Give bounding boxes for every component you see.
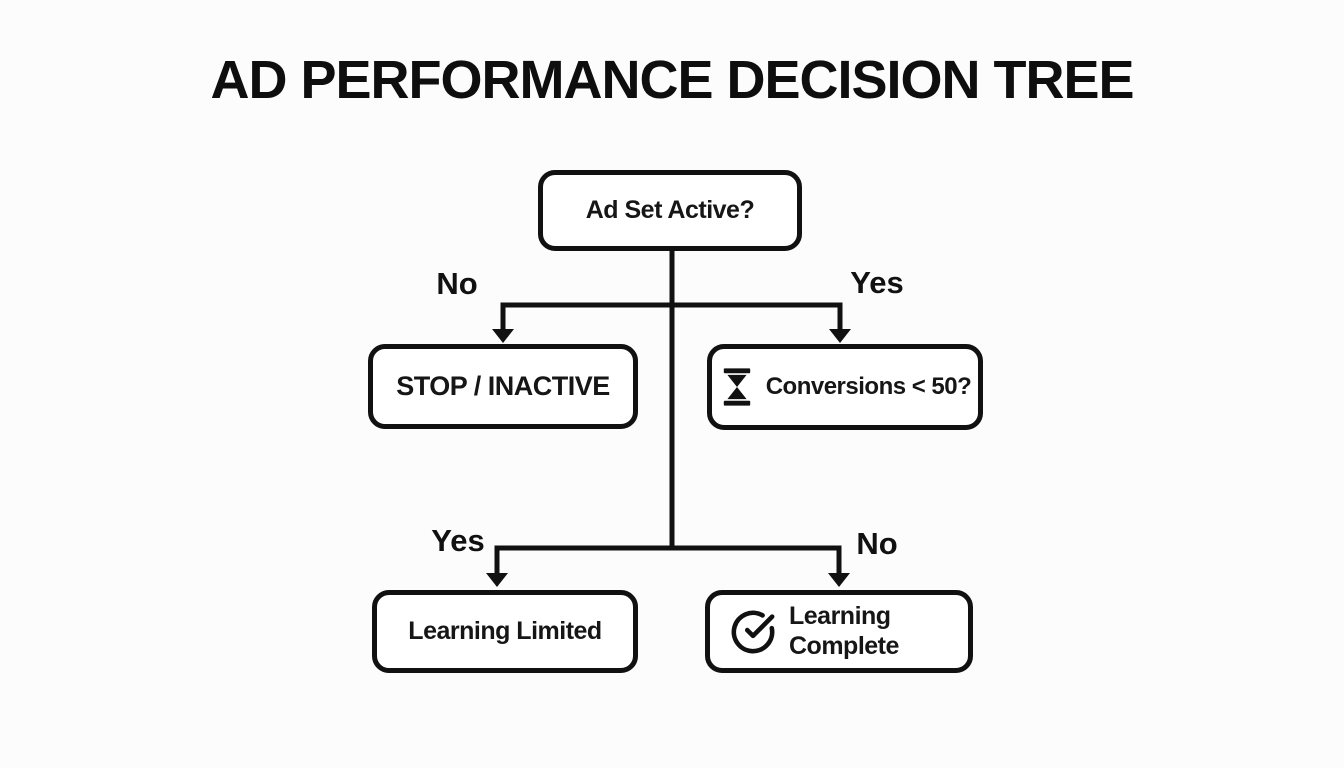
node-label: Conversions < 50? (765, 373, 972, 400)
upper-branch-line (500, 302, 843, 331)
node-label: Learning Complete (789, 602, 899, 661)
lower-branch-line (494, 545, 842, 575)
node-label: Ad Set Active? (585, 196, 755, 224)
edge-label-yes: Yes (431, 523, 485, 558)
node-conversions-threshold: Conversions < 50? (707, 344, 983, 430)
node-label: Learning Limited (408, 617, 602, 645)
node-stop-inactive: STOP / INACTIVE (368, 344, 638, 429)
node-label-line1: Learning (789, 602, 891, 631)
arrowhead-to-learning-complete (828, 573, 850, 587)
arrowhead-to-stop (492, 329, 514, 343)
edge-label-yes: Yes (850, 265, 904, 300)
node-learning-limited: Learning Limited (372, 590, 638, 673)
arrowhead-to-conversions (829, 329, 851, 343)
node-label: STOP / INACTIVE (396, 371, 610, 401)
node-learning-complete: Learning Complete (705, 590, 973, 673)
edge-label-no: No (436, 266, 478, 301)
arrowhead-to-learning-limited (486, 573, 508, 587)
page-title: AD PERFORMANCE DECISION TREE (210, 50, 1134, 110)
node-ad-set-active: Ad Set Active? (538, 170, 802, 251)
node-label-line2: Complete (789, 631, 899, 660)
check-circle-icon (730, 609, 776, 655)
hourglass-icon (719, 367, 755, 407)
edge-label-no: No (856, 526, 898, 561)
